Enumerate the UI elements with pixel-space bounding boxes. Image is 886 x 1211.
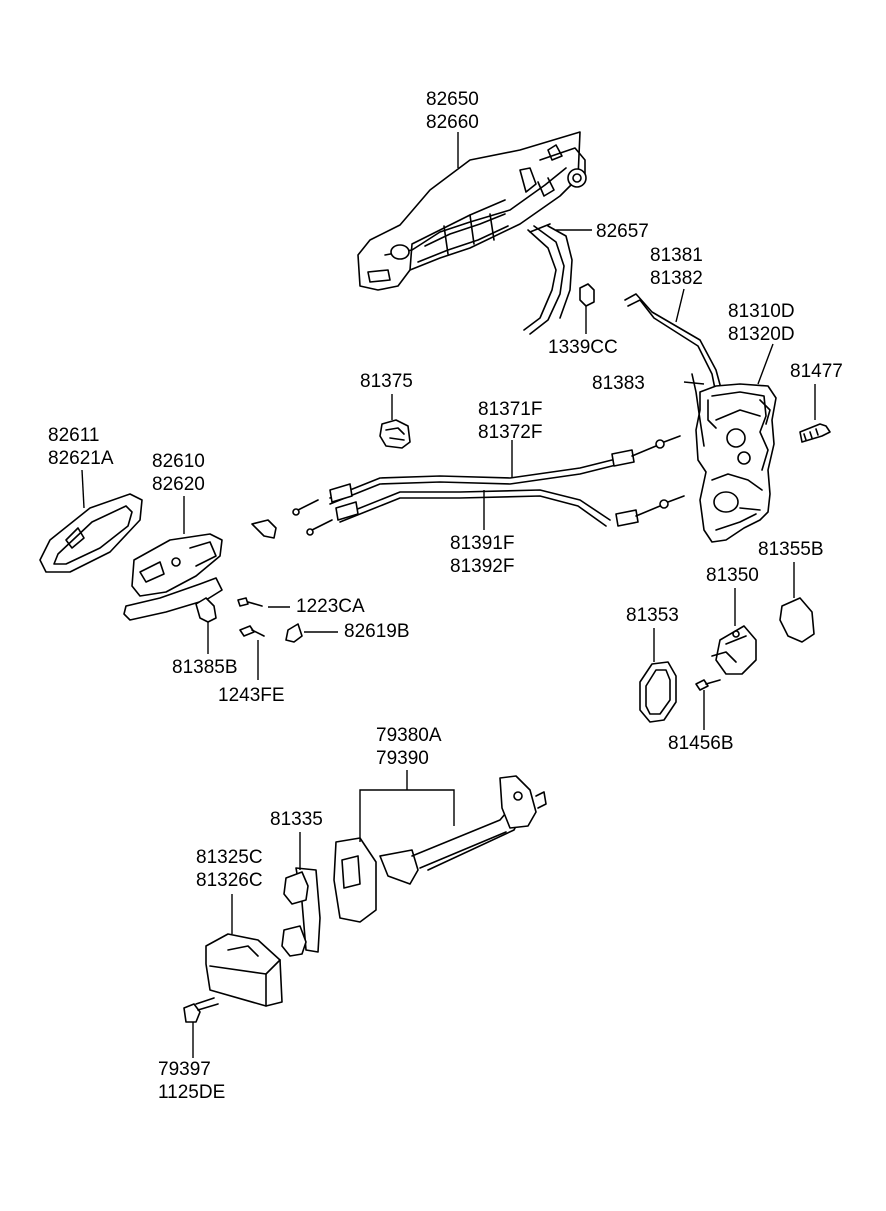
door-checker-79380a bbox=[333, 775, 547, 923]
rod-81381 bbox=[624, 293, 723, 395]
label-1243fe: 1243FE bbox=[218, 685, 285, 706]
nut-1339cc bbox=[579, 283, 595, 307]
bolt-79397 bbox=[183, 997, 219, 1023]
label-1223ca: 1223CA bbox=[296, 596, 365, 617]
door-latch-81310d bbox=[695, 383, 777, 543]
rod-clip-82657 bbox=[523, 223, 573, 335]
label-81477: 81477 bbox=[790, 361, 843, 382]
shim-81355b bbox=[779, 597, 815, 643]
label-81350: 81350 bbox=[706, 565, 759, 586]
outside-handle-82650 bbox=[357, 131, 587, 291]
label-82619b: 82619B bbox=[344, 621, 410, 642]
clip-81375 bbox=[379, 419, 411, 449]
bumper-81335 bbox=[281, 867, 321, 957]
seal-81353 bbox=[639, 661, 677, 723]
inside-handle-82610 bbox=[123, 533, 223, 621]
cables-81371f-81391f bbox=[251, 435, 685, 539]
screw-1223ca bbox=[237, 597, 263, 607]
label-81383: 81383 bbox=[592, 373, 645, 394]
screw-81477 bbox=[799, 423, 831, 443]
label-81335: 81335 bbox=[270, 809, 323, 830]
screw-81456b bbox=[695, 679, 721, 691]
label-81353: 81353 bbox=[626, 605, 679, 626]
label-82657: 82657 bbox=[596, 221, 649, 242]
cover-82619b bbox=[285, 623, 303, 643]
striker-81350 bbox=[711, 625, 757, 675]
label-81385b: 81385B bbox=[172, 657, 238, 678]
grommet-81385b bbox=[195, 597, 217, 623]
label-81375: 81375 bbox=[360, 371, 413, 392]
inside-handle-bezel-82611 bbox=[39, 493, 143, 573]
label-1339cc: 1339CC bbox=[548, 337, 618, 358]
cover-81325c bbox=[205, 933, 283, 1007]
screw-1243fe bbox=[239, 625, 265, 637]
leader-lines bbox=[81, 132, 816, 1058]
label-81355b: 81355B bbox=[758, 539, 824, 560]
label-81456b: 81456B bbox=[668, 733, 734, 754]
